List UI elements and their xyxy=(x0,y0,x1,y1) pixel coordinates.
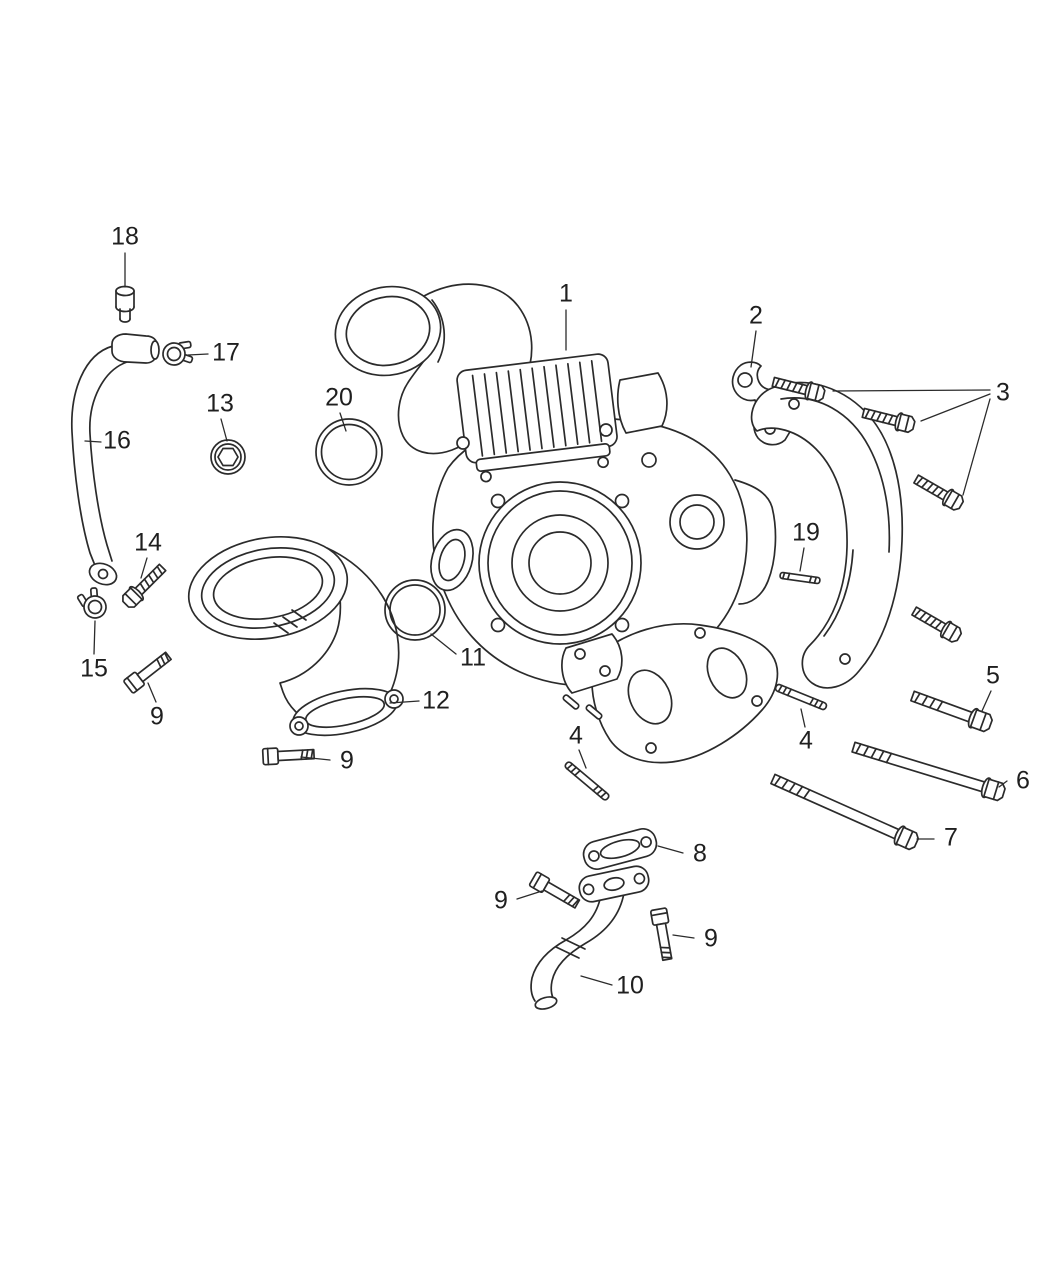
callout-1: 1 xyxy=(559,279,573,308)
hex-flange-bolt-long-lower xyxy=(768,769,922,853)
callout-18: 18 xyxy=(111,222,139,251)
callout-2: 2 xyxy=(749,301,763,330)
callout-16: 16 xyxy=(103,426,131,455)
leader-lines xyxy=(84,252,1008,986)
callout-9-1: 9 xyxy=(150,702,164,731)
hose-clamp-upper xyxy=(161,338,196,368)
callout-20: 20 xyxy=(325,383,353,412)
callout-4-front: 4 xyxy=(569,721,583,750)
callout-19: 19 xyxy=(792,518,820,547)
hex-flange-bolt-short xyxy=(908,685,995,735)
air-inlet-elbow xyxy=(187,535,404,737)
callout-11: 11 xyxy=(460,643,486,672)
socket-bolt-drain-right xyxy=(649,906,676,962)
callout-3: 3 xyxy=(996,378,1010,407)
callout-10: 10 xyxy=(616,971,644,1000)
callout-5: 5 xyxy=(986,661,1000,690)
callout-7: 7 xyxy=(944,823,958,852)
callout-17: 17 xyxy=(212,338,240,367)
stud-short xyxy=(778,571,822,585)
hose-clamp-lower xyxy=(74,584,110,623)
socket-bolt-elbow xyxy=(261,745,316,766)
callout-15: 15 xyxy=(80,654,108,683)
callout-13: 13 xyxy=(206,389,234,418)
heat-shield xyxy=(750,381,904,689)
o-ring-small xyxy=(315,418,383,486)
socket-bolt-oil-supply xyxy=(122,648,175,695)
callout-4-rear: 4 xyxy=(799,726,813,755)
oil-plug xyxy=(210,439,246,475)
oil-supply-tube xyxy=(71,333,160,586)
hex-flange-bolt-long-upper xyxy=(849,736,1008,804)
callout-8: 8 xyxy=(693,839,707,868)
wastegate-actuator xyxy=(456,353,618,483)
callout-9-2: 9 xyxy=(340,746,354,775)
oil-drain-gasket xyxy=(582,827,658,871)
mounting-stud-front xyxy=(563,760,611,802)
o-ring-large xyxy=(384,579,446,641)
callout-9-4: 9 xyxy=(704,924,718,953)
callout-12: 12 xyxy=(422,686,450,715)
vent-fitting xyxy=(115,285,135,323)
callout-6: 6 xyxy=(1016,766,1030,795)
heat-shield-bolt-3 xyxy=(910,470,967,514)
turbocharger-assembly xyxy=(334,283,779,764)
socket-bolt-drain-left xyxy=(528,870,583,912)
callout-9-3: 9 xyxy=(494,886,508,915)
heat-shield-bolt-4 xyxy=(908,602,965,646)
callout-14: 14 xyxy=(134,528,162,557)
oil-drain-tube xyxy=(530,865,650,1010)
